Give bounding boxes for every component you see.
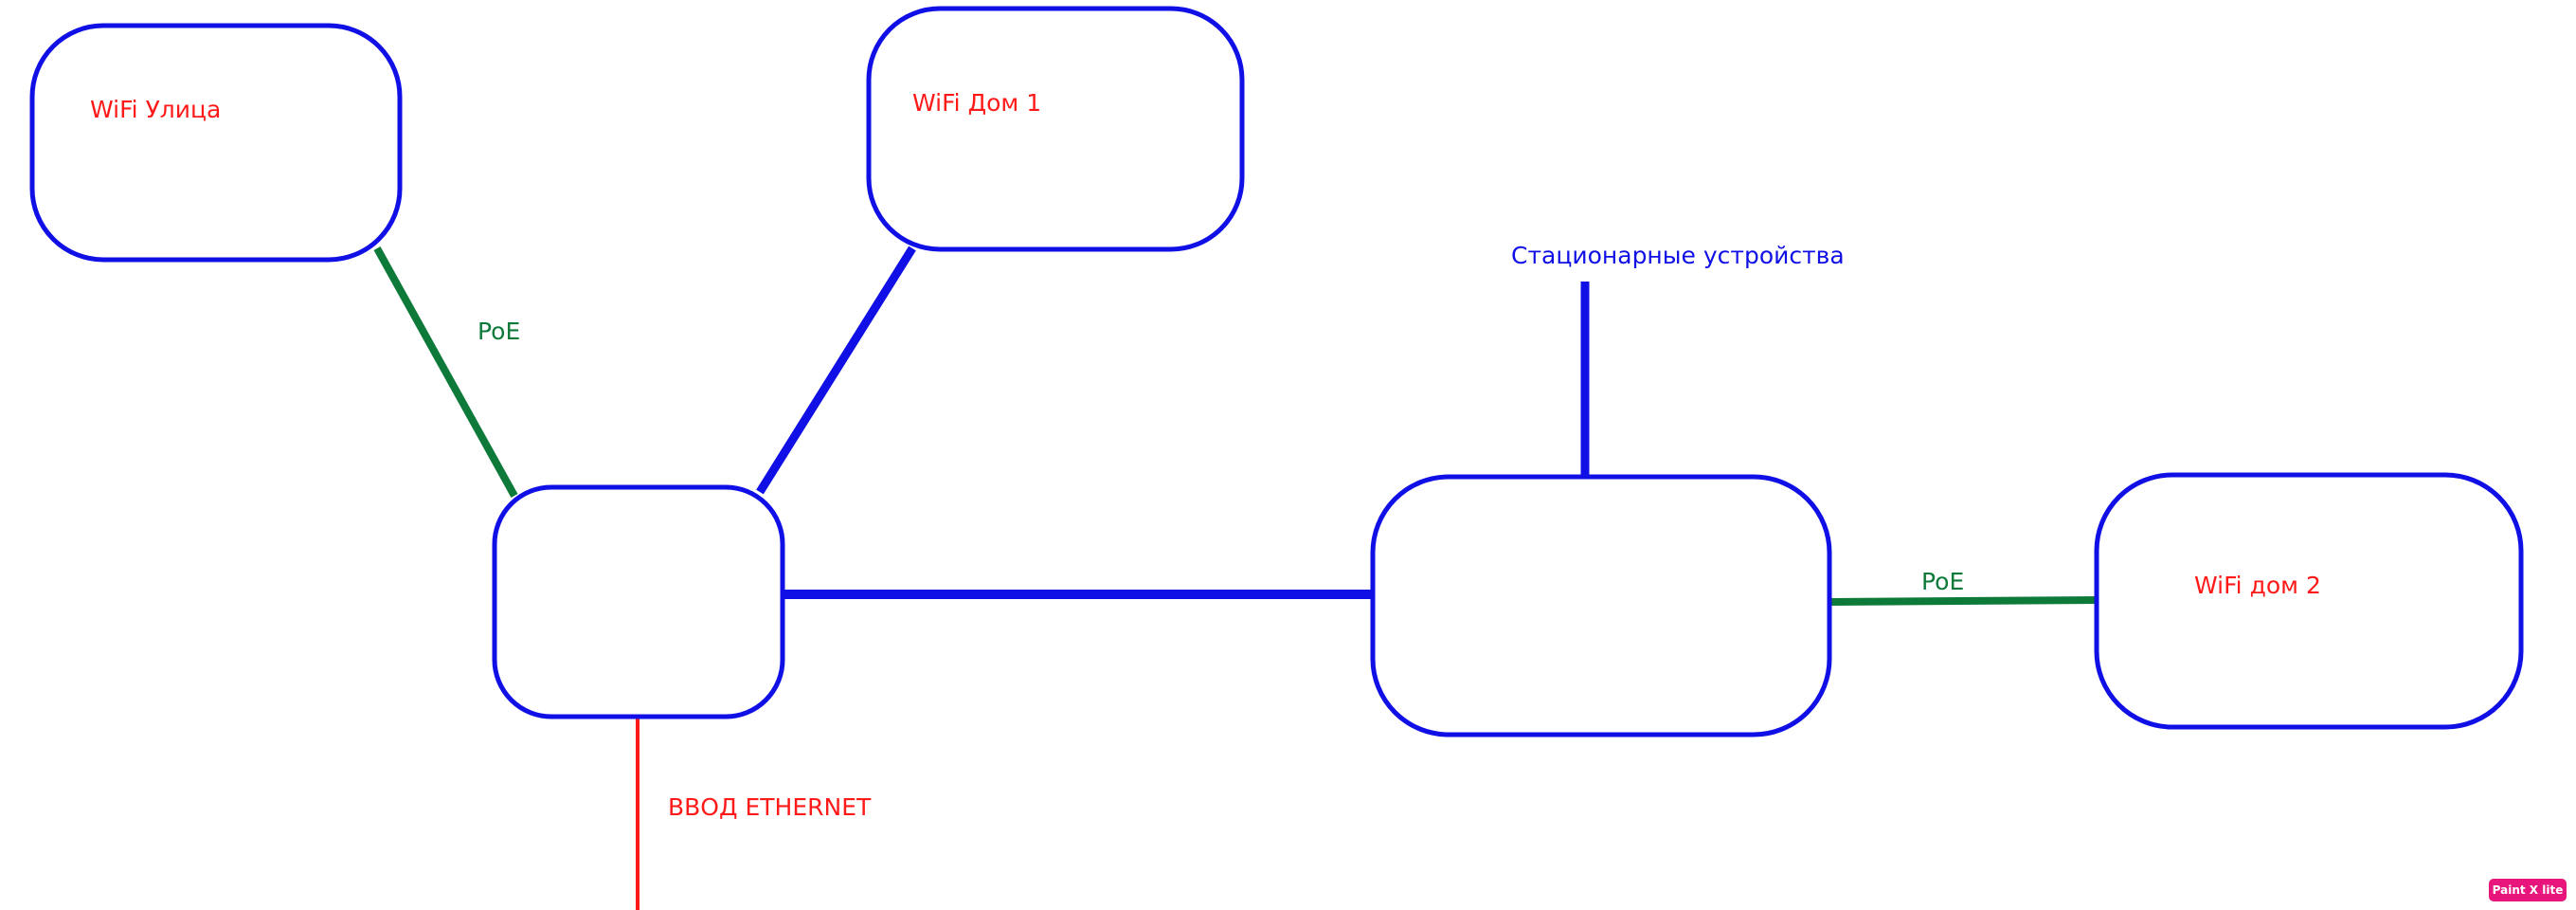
- wifi-street-label: WiFi Улица: [90, 96, 222, 123]
- wifi-home1-label: WiFi Дом 1: [912, 89, 1042, 117]
- router-box: [492, 484, 785, 719]
- poe-link-wifi-home2: [1830, 596, 2099, 606]
- ethernet-input-label: ВВОД ETHERNET: [668, 793, 872, 821]
- switch-box: [1370, 474, 1832, 737]
- poe-link-wifi-street: [373, 246, 518, 498]
- wifi-street-box: [29, 23, 403, 263]
- poe-label-left: PoE: [477, 318, 521, 345]
- wifi-home2-label: WiFi дом 2: [2194, 572, 2321, 599]
- stationary-devices-label: Стационарные устройства: [1511, 242, 1845, 269]
- watermark-badge: Paint X lite: [2489, 879, 2567, 901]
- wifi-home2-box: [2094, 472, 2524, 730]
- wifi-home1-box: [866, 6, 1245, 252]
- link-wifi-home1: [756, 246, 916, 495]
- poe-label-right: PoE: [1921, 568, 1965, 595]
